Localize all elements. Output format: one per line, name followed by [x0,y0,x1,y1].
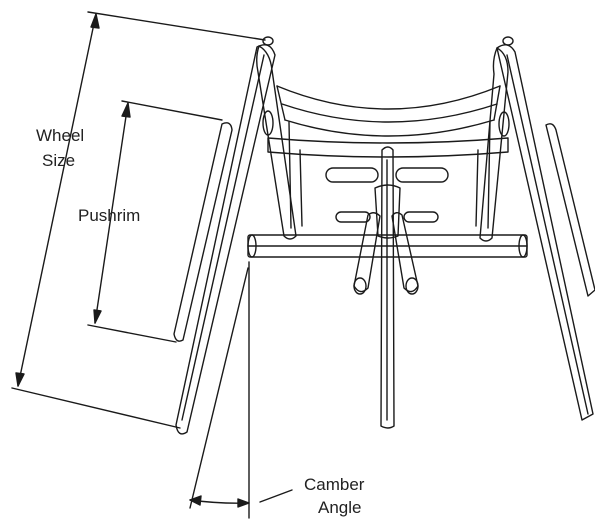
camber-angle-dimension [189,261,293,519]
left-pushrim [173,122,233,342]
camber-angle-label-line1: Camber [304,475,365,494]
pushrim-dimension [87,100,223,343]
pushrim-label: Pushrim [78,206,141,225]
seat-crossbar [267,137,509,158]
wheel-size-label-line1: Wheel [36,126,85,145]
seat-backrest [276,85,501,229]
camber-angle-label-line2: Angle [318,498,362,517]
left-wheel [175,36,276,435]
front-fork [380,146,395,429]
seat-slots [325,167,449,223]
front-casters [353,184,419,295]
wheel-size-label-line2: Size [42,151,76,170]
wheel-size-dimension [11,11,266,429]
left-frame-tube [256,45,297,240]
right-frame-tube [479,47,510,242]
right-wheel [496,36,594,421]
right-pushrim [545,123,595,297]
